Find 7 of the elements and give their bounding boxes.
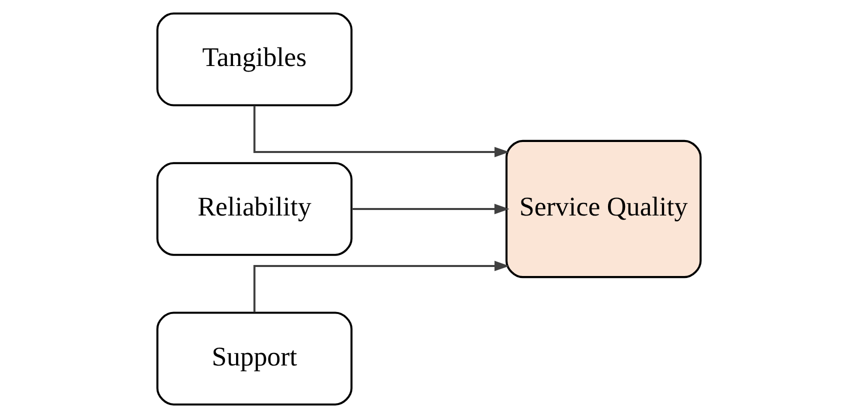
node-box: Reliability bbox=[156, 162, 352, 256]
arrow bbox=[352, 204, 510, 214]
node-box: Service Quality bbox=[506, 140, 702, 278]
node-box: Tangibles bbox=[156, 12, 352, 106]
arrow bbox=[253, 260, 510, 312]
arrow bbox=[253, 106, 510, 158]
node-box: Support bbox=[156, 312, 352, 406]
